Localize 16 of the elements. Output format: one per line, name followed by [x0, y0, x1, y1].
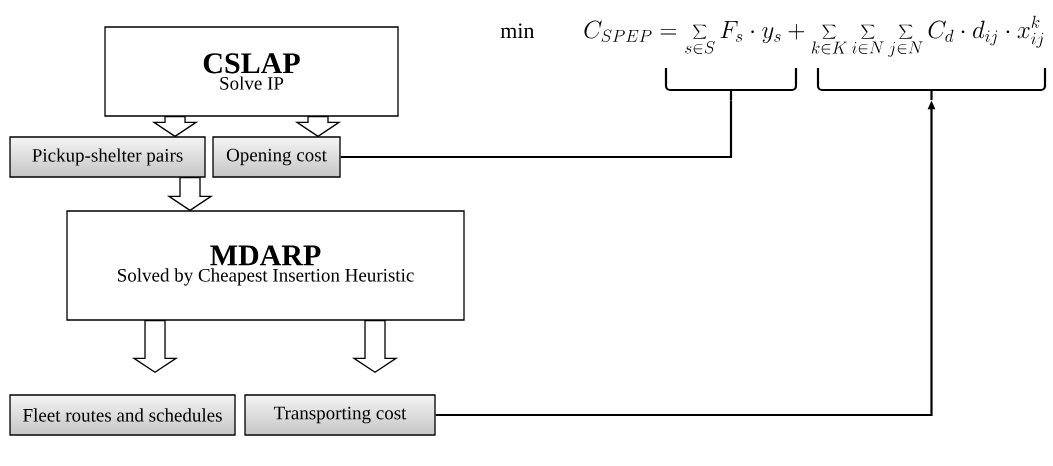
block-arrow [151, 116, 199, 138]
output-box: Transporting cost [244, 394, 436, 436]
block-arrow [166, 177, 214, 212]
curly-brace [816, 68, 1047, 100]
process-box: MDARP Solved by Cheapest Insertion Heuristic [66, 210, 465, 321]
objective-formula: $C_{SPEP}=\sum_{s\in S}F_s\cdot y_s+\sum_{k\in K}\sum_{i\in N}\sum_{j\in N}C_d\cdot d_{ij}\cdot x_{ij}^{k}$ [584, 15, 1044, 57]
process-box: CSLAP Solve IP [104, 26, 399, 117]
curly-brace [664, 68, 798, 100]
output-box: Opening cost [212, 136, 341, 178]
objective-label: min [500, 23, 535, 38]
block-arrow [294, 116, 342, 138]
block-arrow [351, 320, 399, 374]
output-box: Pickup-shelter pairs [9, 136, 206, 178]
block-arrow [131, 320, 179, 374]
leader-line [340, 100, 733, 159]
output-box: Fleet routes and schedules [9, 394, 236, 436]
